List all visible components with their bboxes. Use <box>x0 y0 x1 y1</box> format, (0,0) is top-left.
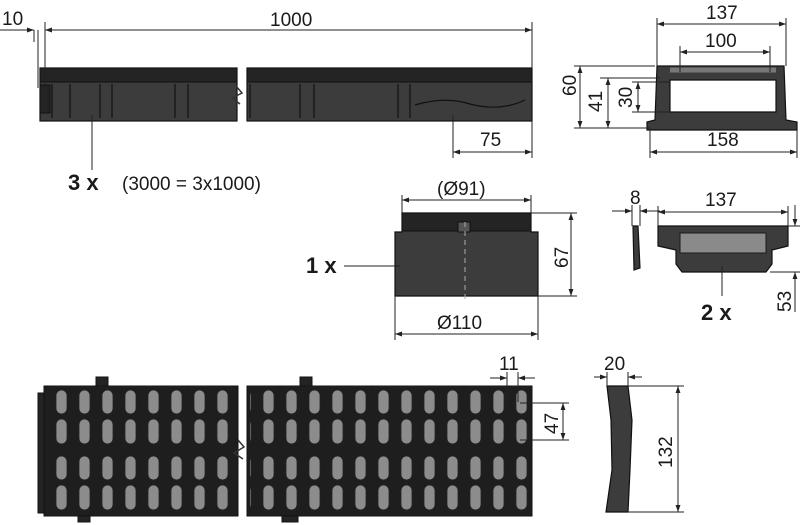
section-mid-height: 41 <box>586 91 607 112</box>
outlet-quantity: 1 x <box>306 253 337 278</box>
section-inner-width: 100 <box>705 31 737 52</box>
outlet-connector: (Ø91) 67 Ø110 1 x <box>306 179 577 340</box>
section-outer-width: 137 <box>706 3 738 24</box>
break-symbol <box>230 85 244 105</box>
channel-body-right <box>246 67 533 122</box>
grate-top-view: 11 47 <box>37 354 569 523</box>
end-dimension: 75 <box>480 130 501 151</box>
outlet-outer-diameter: Ø110 <box>437 313 482 334</box>
length-dimension: 1000 <box>270 10 312 31</box>
outlet-inner-diameter: (Ø91) <box>437 179 486 200</box>
grate-width: 132 <box>656 436 677 468</box>
grate-slot-length: 47 <box>542 413 563 434</box>
drainage-channel-side-view: 10 1000 75 3 x (3000 = 3x1000) <box>0 9 533 195</box>
channel-cross-section: 137 100 60 41 30 158 <box>560 3 798 158</box>
channel-length-note: (3000 = 3x1000) <box>122 174 261 195</box>
endcap-width: 137 <box>705 190 737 211</box>
offset-extension <box>33 30 39 88</box>
endcap-thickness: 8 <box>630 188 641 209</box>
channel-body-left <box>39 67 238 122</box>
grate-side-thickness: 20 <box>604 354 625 375</box>
endcap-quantity: 2 x <box>701 300 732 325</box>
section-inner-height: 30 <box>616 87 637 108</box>
outlet-height: 67 <box>552 247 573 268</box>
channel-quantity: 3 x <box>68 170 99 195</box>
end-cap: 8 137 53 2 x <box>612 188 800 325</box>
section-height: 60 <box>560 75 581 96</box>
section-base-width: 158 <box>707 130 739 151</box>
offset-dimension: 10 <box>2 9 23 30</box>
grate-side-view: 20 132 <box>594 354 684 513</box>
grate-slot-width: 11 <box>499 354 519 375</box>
endcap-height: 53 <box>775 291 796 312</box>
